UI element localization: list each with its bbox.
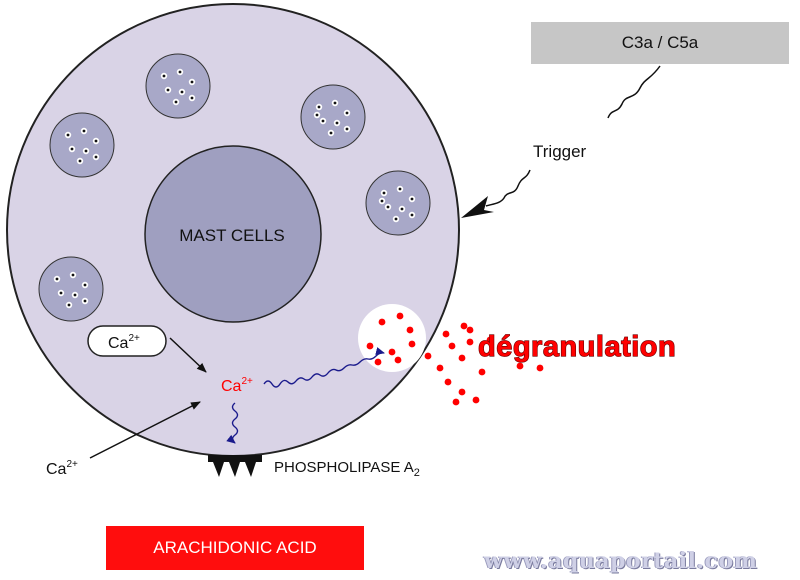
granule-dot — [472, 396, 480, 404]
granules — [38, 53, 431, 322]
watermark: www.aquaportail.com — [484, 548, 758, 574]
ca-internal-label: Ca2+ — [221, 376, 253, 395]
granule — [49, 112, 115, 178]
granule-dot — [478, 368, 486, 376]
degranulation-vesicle — [358, 304, 426, 372]
ca-external-label: Ca2+ — [46, 459, 78, 478]
ca-pill-text: Ca2+ — [108, 333, 140, 352]
granule-dot — [466, 326, 474, 334]
granule-dot — [408, 340, 416, 348]
granule-dot — [442, 330, 450, 338]
granule — [145, 53, 211, 119]
trigger-arrowhead — [461, 196, 494, 218]
granule-dot — [406, 326, 414, 334]
granule-dot — [436, 364, 444, 372]
ca-pill-arrow — [169, 337, 207, 373]
granule-dot — [394, 356, 402, 364]
phospholipase-receptor — [208, 455, 262, 477]
ca-external-arrow — [89, 401, 201, 459]
nucleus-label: MAST CELLS — [179, 226, 285, 245]
trigger-squiggle-upper — [607, 65, 661, 119]
trigger-squiggle-lower — [485, 169, 531, 207]
granule-dot — [516, 362, 524, 370]
arachidonic-acid-label: ARACHIDONIC ACID — [153, 538, 317, 557]
granule-dot — [466, 338, 474, 346]
granule-dot — [388, 348, 396, 356]
degranulation-label: dégranulation — [478, 331, 676, 363]
granule — [300, 84, 366, 150]
granule-dot — [486, 336, 494, 344]
wave-to-phospholipase — [226, 402, 239, 444]
granule-dot — [458, 388, 466, 396]
granule-dot — [452, 398, 460, 406]
wave-to-degranulation — [263, 347, 385, 388]
released-granules — [366, 312, 544, 406]
granule-dot — [374, 358, 382, 366]
granule-dot — [448, 342, 456, 350]
nucleus — [144, 145, 322, 323]
c3a-c5a-box: C3a / C5a — [531, 22, 789, 64]
c3a-c5a-label: C3a / C5a — [621, 33, 699, 52]
granule-dot — [366, 342, 374, 350]
granule — [38, 256, 104, 322]
phospholipase-label: PHOSPHOLIPASE A2 — [274, 459, 420, 479]
granule-dot — [424, 352, 432, 360]
granule-dot — [458, 354, 466, 362]
granule-dot — [396, 312, 404, 320]
trigger-label: Trigger — [533, 142, 587, 161]
ca-ion-pill — [87, 325, 167, 357]
arachidonic-acid-box: ARACHIDONIC ACID — [106, 526, 364, 570]
granule-dot — [460, 322, 468, 330]
granule-dot — [378, 318, 386, 326]
granule — [365, 170, 431, 236]
granule-dot — [444, 378, 452, 386]
granule-dot — [536, 364, 544, 372]
